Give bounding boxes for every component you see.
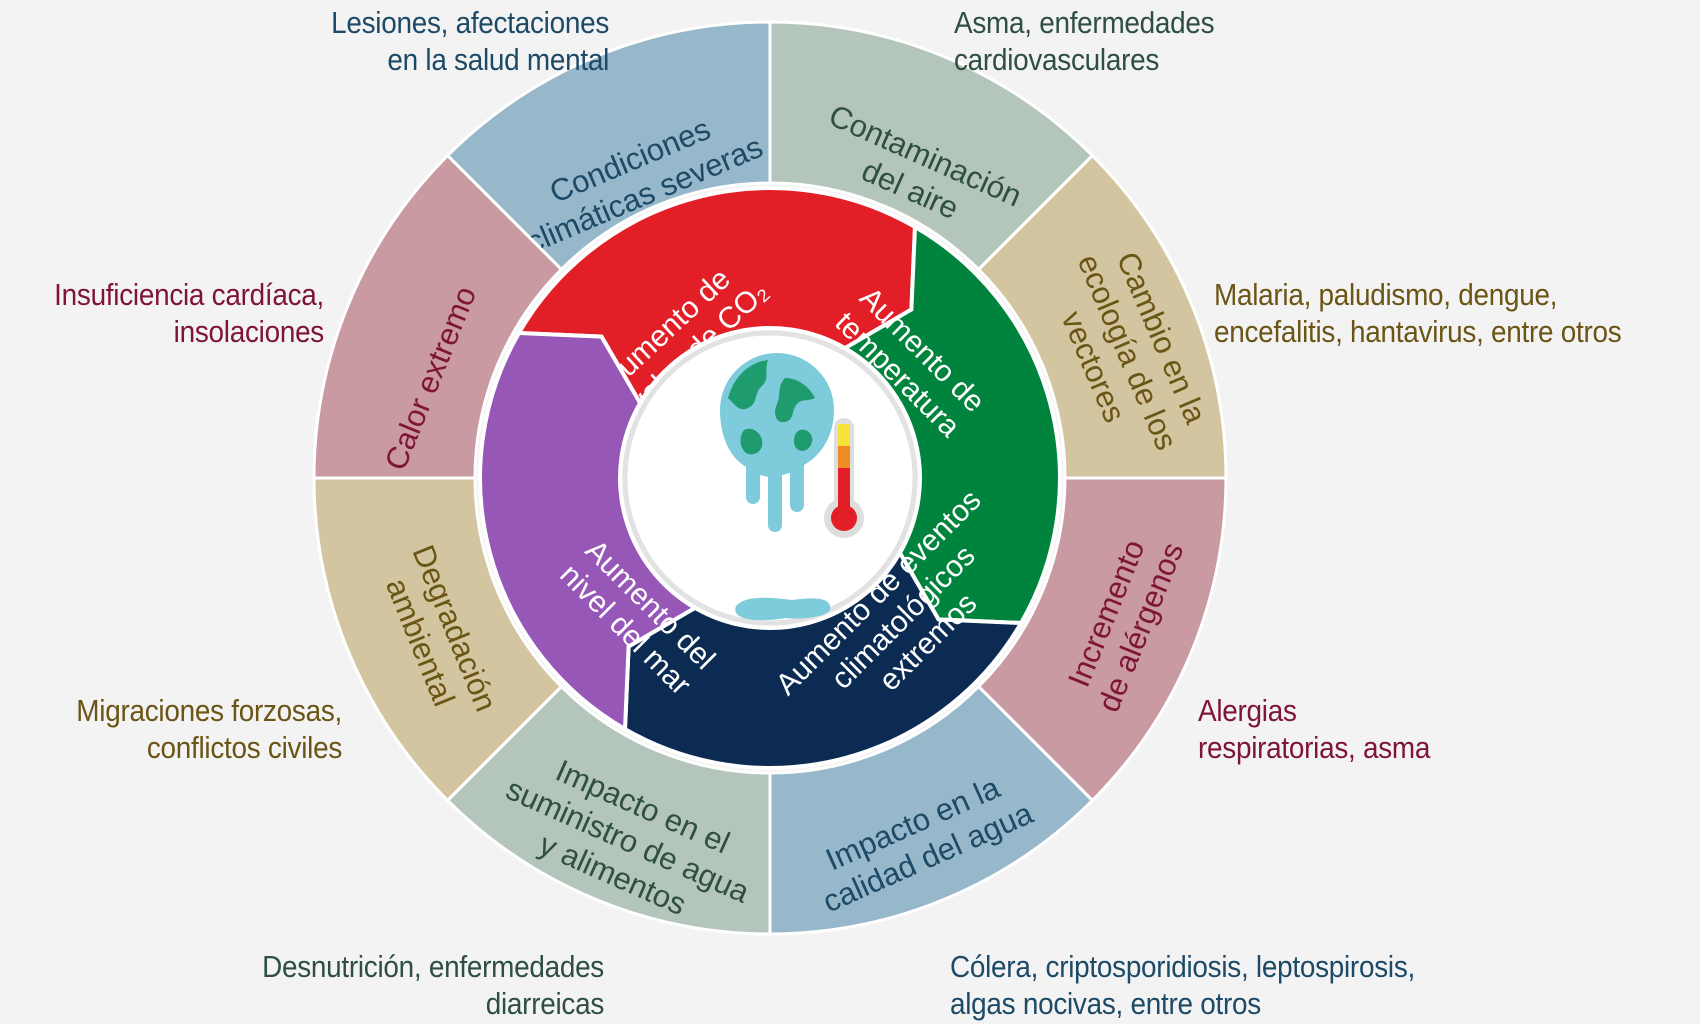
melting-earth-icon — [720, 353, 834, 621]
outer-sector-calor — [312, 153, 564, 480]
inner-arrow-mar — [478, 330, 699, 733]
thermometer-icon — [824, 418, 864, 538]
inner-arrow-temp — [841, 223, 1062, 626]
inner-arrow-eventos — [622, 549, 1025, 770]
effect-malaria-line-1: Malaria, paludismo, dengue, — [1214, 277, 1558, 312]
effect-desnutricion-line-1: Desnutrición, enfermedades — [262, 949, 604, 984]
effect-migraciones-line-2: conflictos civiles — [146, 730, 342, 765]
effect-insuficiencia-line-1: Insuficiencia cardíaca, — [54, 277, 324, 312]
effect-malaria-line-2: encefalitis, hantavirus, entre otros — [1214, 314, 1622, 349]
effect-desnutricion: Desnutrición, enfermedades diarreicas — [260, 948, 604, 1022]
effect-migraciones-line-1: Migraciones forzosas, — [76, 693, 342, 728]
center-disc — [622, 330, 918, 626]
effect-asma-line-1: Asma, enfermedades — [954, 5, 1215, 40]
effect-colera: Cólera, criptosporidiosis, leptospirosis… — [950, 948, 1436, 1022]
effect-alergias: Alergias respiratorias, asma — [1198, 692, 1486, 766]
effect-insuficiencia: Insuficiencia cardíaca, insolaciones — [41, 276, 324, 350]
effect-asma: Asma, enfermedades cardiovasculares — [954, 4, 1242, 78]
effect-asma-line-2: cardiovasculares — [954, 42, 1160, 77]
effect-insuficiencia-line-2: insolaciones — [173, 314, 325, 349]
effect-colera-line-2: algas nocivas, entre otros — [950, 986, 1261, 1021]
effect-alergias-line-1: Alergias — [1198, 693, 1297, 728]
effect-migraciones: Migraciones forzosas, conflictos civiles — [72, 692, 342, 766]
effect-desnutricion-line-2: diarreicas — [485, 986, 605, 1021]
effect-lesiones: Lesiones, afectaciones en la salud menta… — [321, 4, 609, 78]
effect-colera-line-1: Cólera, criptosporidiosis, leptospirosis… — [950, 949, 1415, 984]
effect-lesiones-line-2: en la salud mental — [387, 42, 609, 77]
effect-malaria: Malaria, paludismo, dengue, encefalitis,… — [1214, 276, 1646, 350]
effect-lesiones-line-1: Lesiones, afectaciones — [331, 5, 609, 40]
inner-arrow-co2 — [515, 186, 918, 407]
effect-alergias-line-2: respiratorias, asma — [1198, 730, 1431, 765]
